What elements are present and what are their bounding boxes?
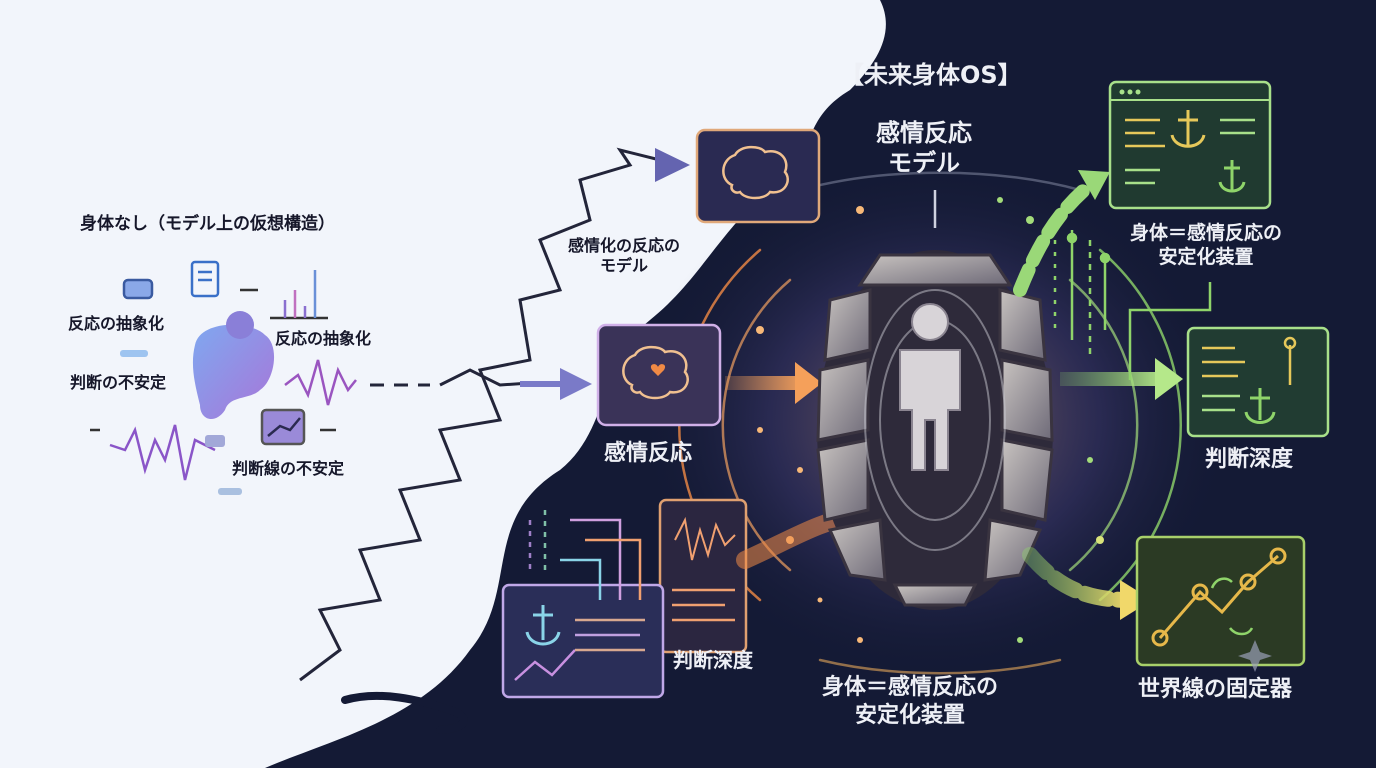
orange-arrow-body xyxy=(725,376,805,390)
brain-panel-mid xyxy=(596,323,722,427)
anchor-panel-left xyxy=(501,583,665,699)
orange-arrow-head xyxy=(795,362,822,404)
anchor-panel-right xyxy=(1186,326,1330,438)
label-stabilizer-right: 身体＝感情反応の 安定化装置 xyxy=(1130,222,1283,268)
waveform-panel xyxy=(658,498,748,654)
label-emotion-model-center: 感情反応 モデル xyxy=(876,119,972,177)
label-worldline-unstable: 判断線の不安定 xyxy=(232,459,345,478)
label-abstraction-1: 反応の抽象化 xyxy=(68,314,165,333)
person-icon xyxy=(899,303,961,471)
abstract-figure-icon xyxy=(192,311,275,420)
left-heading: 身体なし（モデル上の仮想構造） xyxy=(80,214,335,234)
brain-panel-top xyxy=(695,128,821,224)
yellow-arrow-down xyxy=(1022,547,1138,608)
page-title: 【未来身体OS】 xyxy=(840,61,1022,89)
armor-core xyxy=(816,250,1054,610)
label-abstraction-2: 反応の抽象化 xyxy=(275,329,372,348)
right-flow-lines xyxy=(1053,230,1212,380)
label-stabilizer-center: 身体＝感情反応の 安定化装置 xyxy=(822,675,999,728)
worldline-panel xyxy=(1135,535,1306,672)
left-scatter-icons xyxy=(90,260,357,495)
green-arrow-up xyxy=(1013,178,1097,297)
anchor-panel-top-right xyxy=(1108,80,1272,210)
green-arrow-head xyxy=(1155,358,1183,400)
label-emotion-reaction: 感情反応 xyxy=(604,441,693,466)
green-arrow-body xyxy=(1060,372,1165,386)
label-emotion-model-mid: 感情化の反応の モデル xyxy=(568,236,681,275)
label-judgment-depth-right: 判断深度 xyxy=(1205,447,1294,472)
label-worldline-fixer: 世界線の固定器 xyxy=(1138,677,1293,702)
label-judgment-unstable: 判断の不安定 xyxy=(70,373,167,392)
label-judgment-depth-left: 判断深度 xyxy=(673,648,753,672)
zigzag-path xyxy=(299,147,690,682)
orbit-rings xyxy=(677,171,1183,675)
flow-lines-left xyxy=(528,510,642,600)
ground-swoosh xyxy=(341,691,468,734)
